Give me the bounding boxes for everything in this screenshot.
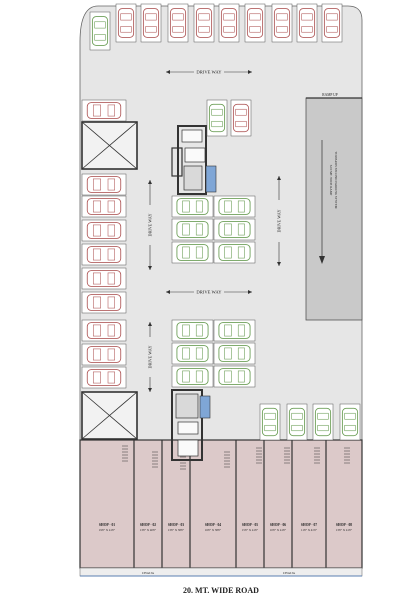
parking-bay-left-1 bbox=[81, 99, 127, 122]
parking-bay-top-10 bbox=[321, 3, 343, 43]
shop-size-3: 13'0" X 38'0" bbox=[168, 528, 185, 532]
shop-name-6: SHOP - 06 bbox=[270, 523, 286, 527]
chajja-band bbox=[79, 567, 363, 577]
parking-bay-stair-1 bbox=[206, 99, 228, 137]
shop-size-4: 16'0" X 38'0" bbox=[205, 528, 222, 532]
parking-bay-left-lower-2 bbox=[81, 343, 127, 366]
parking-bay-top-6 bbox=[218, 3, 240, 43]
ramp-label-1: 6.00 MT. WIDE RAMP bbox=[329, 165, 333, 196]
parking-bay-top-2 bbox=[115, 3, 137, 43]
parking-bay-center-lower-2 bbox=[213, 319, 256, 342]
parking-bay-center-lower-5 bbox=[171, 365, 214, 388]
shop-size-2: 13'0" X 40'0" bbox=[140, 528, 157, 532]
ramp bbox=[305, 97, 363, 321]
parking-bay-top-1 bbox=[89, 11, 111, 51]
stair-core-bottom bbox=[171, 389, 211, 461]
shop-stair-7 bbox=[314, 447, 320, 464]
shop-name-2: SHOP - 02 bbox=[140, 523, 156, 527]
shop-walls bbox=[122, 440, 350, 568]
shop-size-1: 19'0" X 41'0" bbox=[99, 528, 116, 532]
shop-stair-2 bbox=[152, 451, 158, 468]
parking-bay-center-lower-4 bbox=[213, 342, 256, 365]
parking-bay-center-lower-3 bbox=[171, 342, 214, 365]
shop-stair-8 bbox=[344, 447, 350, 464]
shop-stair-6 bbox=[284, 447, 290, 464]
parking-bay-left-6 bbox=[81, 267, 127, 290]
parking-bay-top-7 bbox=[244, 3, 266, 43]
shop-size-7: 11'0" X 41'0" bbox=[301, 528, 318, 532]
chajja-label-right: CHAJJA bbox=[283, 571, 296, 575]
parking-bay-left-3 bbox=[81, 195, 127, 218]
driveway-label-right: DRIVE WAY bbox=[277, 210, 282, 233]
parking-bay-right-3 bbox=[312, 403, 334, 441]
shop-name-4: SHOP - 04 bbox=[205, 523, 221, 527]
ramp-up-label: RAMP UP bbox=[322, 93, 338, 97]
void-top bbox=[81, 121, 138, 170]
parking-bay-left-lower-1 bbox=[81, 319, 127, 342]
parking-bay-left-2 bbox=[81, 173, 127, 196]
shop-name-1: SHOP - 01 bbox=[99, 523, 115, 527]
driveway-right: DRIVE WAY bbox=[277, 176, 282, 266]
parking-bay-center-upper-2 bbox=[213, 195, 256, 218]
road-label: 20. MT. WIDE ROAD bbox=[183, 586, 259, 595]
ramp-label-2: TOWARDS SECOND PARKING SYSTEM bbox=[334, 152, 338, 209]
shop-name-3: SHOP - 03 bbox=[168, 523, 184, 527]
driveway-label-middle: DRIVE WAY bbox=[196, 290, 222, 295]
parking-bay-center-upper-1 bbox=[171, 195, 214, 218]
parking-bay-center-upper-4 bbox=[213, 218, 256, 241]
parking-bay-center-lower-6 bbox=[213, 365, 256, 388]
parking-bay-left-4 bbox=[81, 219, 127, 242]
driveway-top: DRIVE WAY bbox=[166, 70, 252, 75]
shop-size-6: 10'0" X 41'0" bbox=[270, 528, 287, 532]
parking-bay-center-upper-5 bbox=[171, 241, 214, 264]
parking-bay-center-upper-6 bbox=[213, 241, 256, 264]
parking-bay-left-lower-3 bbox=[81, 366, 127, 389]
parking-bay-center-lower-1 bbox=[171, 319, 214, 342]
shop-strip bbox=[79, 439, 363, 569]
parking-bay-top-9 bbox=[296, 3, 318, 43]
parking-bay-right-1 bbox=[259, 403, 281, 441]
shop-stair-4 bbox=[224, 451, 230, 468]
driveway-middle: DRIVE WAY bbox=[166, 290, 252, 295]
parking-bay-left-5 bbox=[81, 243, 127, 266]
shop-name-8: SHOP - 08 bbox=[336, 523, 352, 527]
void-bottom bbox=[81, 391, 138, 440]
parking-bay-top-8 bbox=[271, 3, 293, 43]
shop-name-7: SHOP - 07 bbox=[301, 523, 317, 527]
parking-bay-right-2 bbox=[286, 403, 308, 441]
parking-bay-top-3 bbox=[140, 3, 162, 43]
chajja-label-left: CHAJJA bbox=[142, 571, 155, 575]
driveway-label-top: DRIVE WAY bbox=[196, 70, 222, 75]
parking-bay-right-4 bbox=[339, 403, 361, 441]
parking-bay-top-4 bbox=[167, 3, 189, 43]
parking-bay-stair-2 bbox=[230, 99, 252, 137]
shop-size-5: 15'0" X 41'0" bbox=[242, 528, 259, 532]
parking-bays bbox=[81, 3, 361, 441]
driveway-left-lower: DRIVE WAY bbox=[148, 322, 153, 392]
shop-name-5: SHOP - 05 bbox=[242, 523, 258, 527]
driveway-label-left-upper: DRIVE WAY bbox=[148, 214, 153, 237]
parking-bay-left-7 bbox=[81, 291, 127, 314]
shop-size-8: 13'0" X 41'0" bbox=[336, 528, 353, 532]
driveway-label-left-lower: DRIVE WAY bbox=[148, 346, 153, 369]
stair-core-top bbox=[171, 125, 217, 195]
parking-bay-center-upper-3 bbox=[171, 218, 214, 241]
shop-stair-1 bbox=[122, 445, 128, 462]
parking-bay-top-5 bbox=[193, 3, 215, 43]
driveway-left-upper: DRIVE WAY bbox=[148, 180, 153, 270]
shop-stair-5 bbox=[256, 447, 262, 464]
